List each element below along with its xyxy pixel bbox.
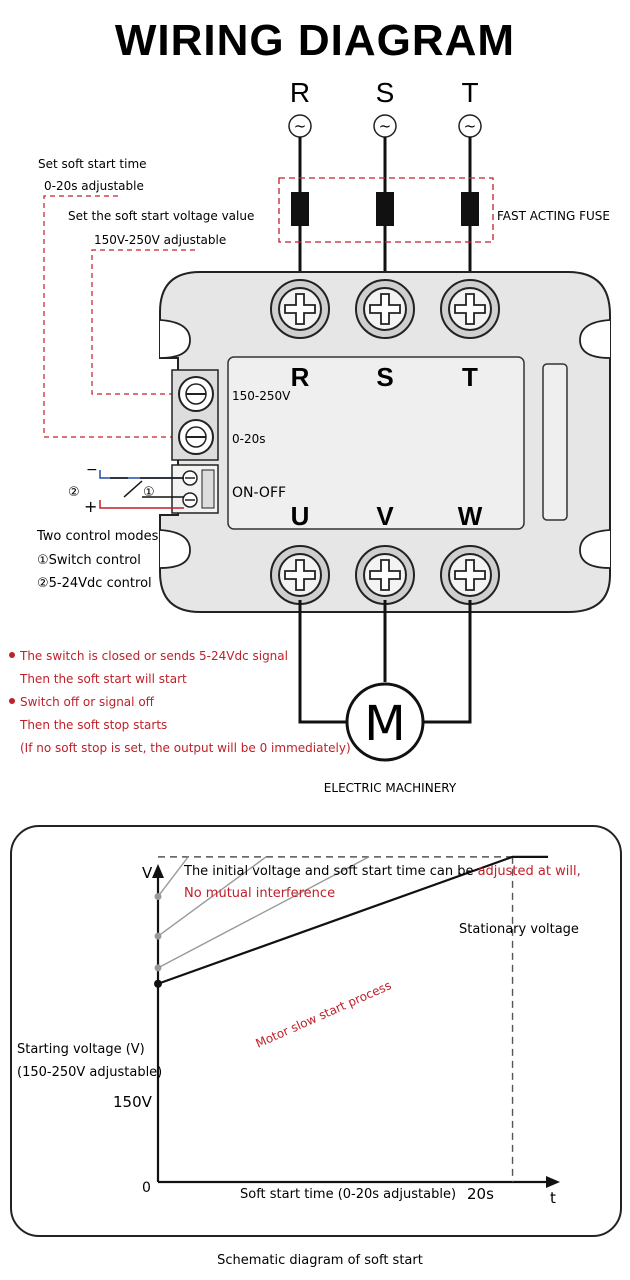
motor-symbol: M: [364, 696, 405, 752]
fuse-icon: [291, 192, 479, 226]
output-terminals: [270, 545, 500, 605]
y-axis-symbol: V: [142, 864, 153, 882]
chart-title-main: The initial voltage and soft start time …: [183, 864, 478, 879]
origin-label: 0: [142, 1180, 151, 1196]
y-axis-arrow-icon: [152, 864, 164, 878]
note-line-1: The switch is closed or sends 5-24Vdc si…: [19, 649, 288, 663]
soft-start-time-range: 0-20s adjustable: [44, 179, 144, 193]
input-terminals: [270, 279, 500, 339]
soft-start-curve-alt: [157, 856, 370, 969]
y-tick-label: 150V: [113, 1093, 153, 1111]
control-terminal-block: [171, 464, 219, 514]
terminal-u-label: U: [291, 501, 310, 531]
terminal-w-label: W: [458, 501, 483, 531]
starting-voltage-range: (150-250V adjustable): [17, 1065, 162, 1080]
starting-voltage-label: Starting voltage (V): [17, 1042, 145, 1057]
motor-wires: [298, 600, 472, 724]
control-minus: −: [86, 462, 98, 478]
pot-voltage-label: 150-250V: [232, 389, 291, 403]
start-point: [154, 932, 162, 940]
note-line-5: (If no soft stop is set, the output will…: [20, 741, 351, 755]
adjustment-leader-lines: [43, 195, 195, 438]
chart-caption: Schematic diagram of soft start: [217, 1253, 423, 1268]
soft-start-curve-alt: [157, 856, 189, 897]
motor-label: ELECTRIC MACHINERY: [324, 781, 457, 795]
control-mode-2: ②5-24Vdc control: [37, 576, 152, 591]
soft-start-chart: V t 0 The initial voltage and soft start…: [17, 855, 581, 1207]
operation-notes: The switch is closed or sends 5-24Vdc si…: [9, 649, 351, 755]
ac-symbol-t: ~: [464, 117, 477, 135]
stationary-voltage-label: Stationary voltage: [459, 922, 579, 937]
terminal-r-label: R: [291, 362, 310, 392]
ac-symbol-r: ~: [294, 117, 307, 135]
control-plus: +: [84, 497, 97, 516]
note-line-2: Then the soft start will start: [19, 672, 187, 686]
switch-label: ON-OFF: [232, 485, 286, 501]
fuse-label: FAST ACTING FUSE: [497, 209, 610, 223]
soft-starter-module: [159, 271, 611, 613]
note-line-3: Switch off or signal off: [20, 695, 155, 709]
phase-t-label: T: [461, 77, 478, 108]
soft-start-voltage-range: 150V-250V adjustable: [94, 233, 226, 247]
control-modes-heading: Two control modes: [36, 529, 159, 544]
potentiometer-icon: [171, 369, 219, 461]
chart-frame: [10, 825, 622, 1237]
chart-title-highlight: adjusted at will,: [478, 864, 581, 879]
note-bullet: [9, 652, 15, 658]
soft-start-curve: [157, 855, 548, 985]
x-axis-arrow-icon: [546, 1176, 560, 1188]
start-point: [154, 893, 162, 901]
ac-symbol-s: ~: [379, 117, 392, 135]
mode-2-marker: ②: [68, 485, 80, 500]
fuse-box: [278, 177, 494, 243]
note-bullet: [9, 698, 15, 704]
soft-start-curve-alt: [157, 856, 267, 937]
phase-r-label: R: [290, 77, 310, 108]
terminal-s-label: S: [376, 362, 393, 392]
x-tick-label: 20s: [467, 1185, 494, 1203]
control-mode-1: ①Switch control: [37, 553, 141, 568]
x-axis-label: Soft start time (0-20s adjustable): [240, 1187, 456, 1202]
start-point: [154, 964, 162, 972]
motor-icon: M: [345, 682, 425, 762]
ac-source-icon: ~ ~ ~: [288, 114, 482, 138]
chart-title: The initial voltage and soft start time …: [183, 864, 581, 879]
soft-start-time-title: Set soft start time: [38, 157, 147, 171]
input-phases: R S T ~ ~ ~: [288, 77, 482, 138]
terminal-v-label: V: [376, 501, 394, 531]
soft-start-voltage-title: Set the soft start voltage value: [68, 209, 254, 223]
page-title: WIRING DIAGRAM: [115, 16, 515, 65]
x-axis-symbol: t: [550, 1189, 556, 1207]
note-line-4: Then the soft stop starts: [19, 718, 167, 732]
mode-1-marker: ①: [143, 485, 155, 500]
chart-subtitle: No mutual interference: [184, 886, 335, 901]
phase-s-label: S: [376, 77, 395, 108]
start-point: [154, 979, 162, 988]
terminal-t-label: T: [462, 362, 478, 392]
pot-time-label: 0-20s: [232, 432, 266, 446]
control-wiring: [99, 470, 184, 509]
